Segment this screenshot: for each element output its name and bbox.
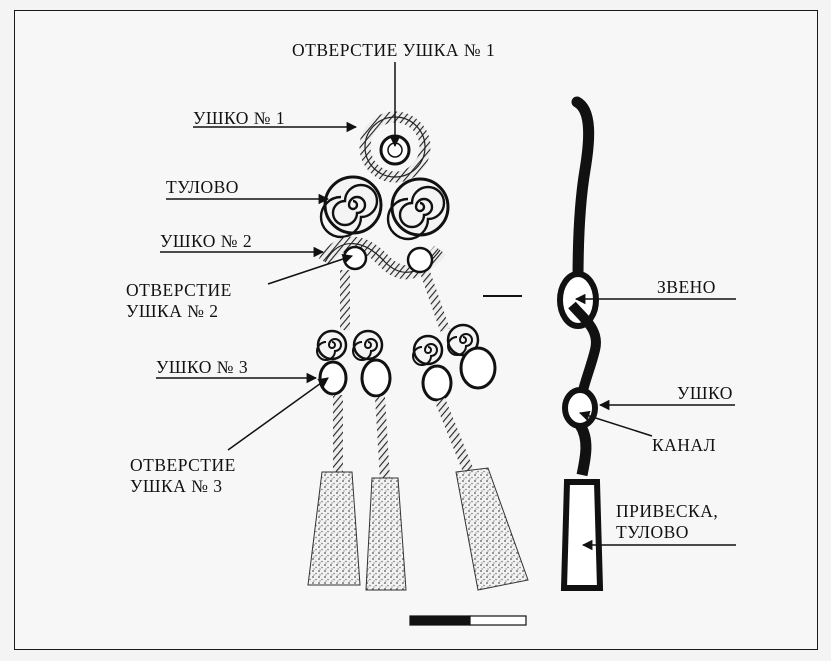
loop-3-hole bbox=[320, 362, 346, 394]
pendant-drawing bbox=[308, 117, 528, 590]
label-link: ЗВЕНО bbox=[657, 277, 716, 297]
label-pendant-line2: ТУЛОВО bbox=[616, 522, 689, 542]
body-spirals bbox=[321, 177, 448, 239]
bell-pendant-3 bbox=[456, 468, 528, 590]
scale-bar bbox=[410, 616, 526, 625]
label-loop-3: УШКО № 3 bbox=[156, 357, 248, 377]
label-hole-3-line2: УШКА № 3 bbox=[130, 476, 223, 496]
label-loop-1: УШКО № 1 bbox=[193, 108, 285, 128]
label-hole-2-line2: УШКА № 2 bbox=[126, 301, 219, 321]
loop-3-group bbox=[317, 331, 390, 396]
profile-pendant bbox=[564, 482, 600, 588]
label-hole-2-line1: ОТВЕРСТИЕ bbox=[126, 280, 232, 300]
profile-loop bbox=[565, 390, 595, 426]
label-loop: УШКО bbox=[677, 383, 733, 403]
label-hole-1: ОТВЕРСТИЕ УШКА № 1 bbox=[292, 40, 495, 60]
label-loop-2: УШКО № 2 bbox=[160, 231, 252, 251]
profile-drawing bbox=[560, 102, 600, 588]
bell-pendant-2 bbox=[366, 478, 406, 590]
bell-pendant-1 bbox=[308, 472, 360, 585]
label-body: ТУЛОВО bbox=[166, 177, 239, 197]
label-channel: КАНАЛ bbox=[652, 435, 716, 455]
label-pendant-line1: ПРИВЕСКА, bbox=[616, 501, 718, 521]
label-hole-3-line1: ОТВЕРСТИЕ bbox=[130, 455, 236, 475]
right-spiral-group bbox=[413, 325, 495, 400]
